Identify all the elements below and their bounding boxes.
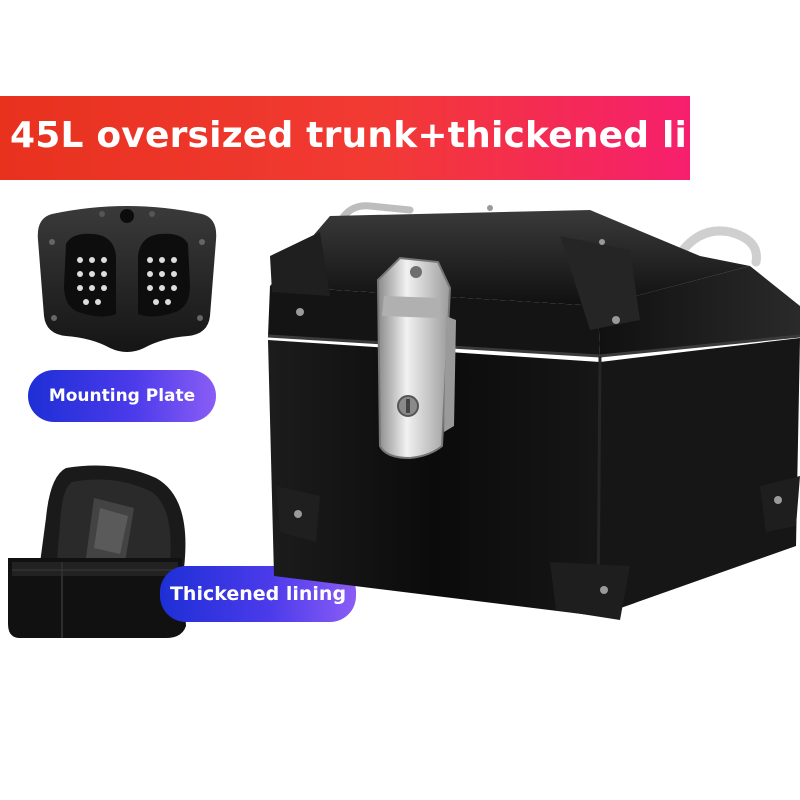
banner-title: 45L oversized trunk+thickened lining: [10, 115, 778, 156]
lining-image: [8, 465, 186, 638]
mounting-plate-label: Mounting Plate: [28, 370, 216, 422]
title-banner: 45L oversized trunk+thickened lining: [0, 96, 777, 180]
top-case-trunk-image: [267, 202, 800, 620]
mounting-plate-image: [37, 206, 217, 352]
